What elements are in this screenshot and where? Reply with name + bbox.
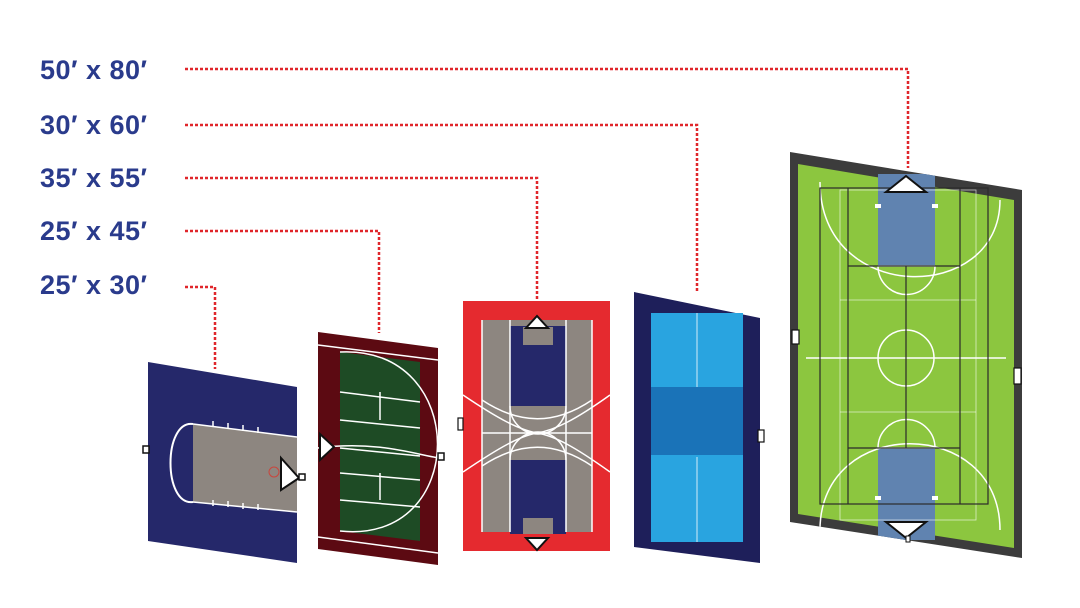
- size-label-25x45: 25′ x 45′: [40, 216, 148, 246]
- court-30x60: [634, 292, 765, 563]
- size-label-35x55: 35′ x 55′: [40, 163, 148, 193]
- court3-top-hoop: [523, 314, 551, 329]
- court5-bottom-hoop: [883, 521, 929, 540]
- leader-lines: [185, 67, 910, 369]
- court-25x30: [142, 362, 306, 563]
- court3-bottom-hoop: [523, 537, 551, 552]
- court-35x55: [457, 301, 611, 552]
- court1-restricted-arc: [268, 466, 280, 478]
- court-50x80: [790, 152, 1022, 558]
- size-label-30x60: 30′ x 60′: [40, 110, 148, 140]
- court4-center-dark: [651, 387, 743, 457]
- court1-key: [193, 424, 297, 512]
- court-25x45: [318, 332, 445, 565]
- court1-three-point-arc: [169, 422, 194, 504]
- court1-hoop: [280, 455, 301, 492]
- size-label-25x30: 25′ x 30′: [40, 270, 148, 300]
- leader-35x55: [185, 176, 539, 310]
- leader-50x80: [185, 67, 910, 168]
- court5-top-hoop: [883, 174, 929, 193]
- size-label-50x80: 50′ x 80′: [40, 55, 148, 85]
- leader-25x30: [185, 285, 217, 369]
- court2-hoop: [319, 431, 336, 463]
- leader-30x60: [185, 123, 699, 292]
- leader-25x45: [185, 229, 381, 333]
